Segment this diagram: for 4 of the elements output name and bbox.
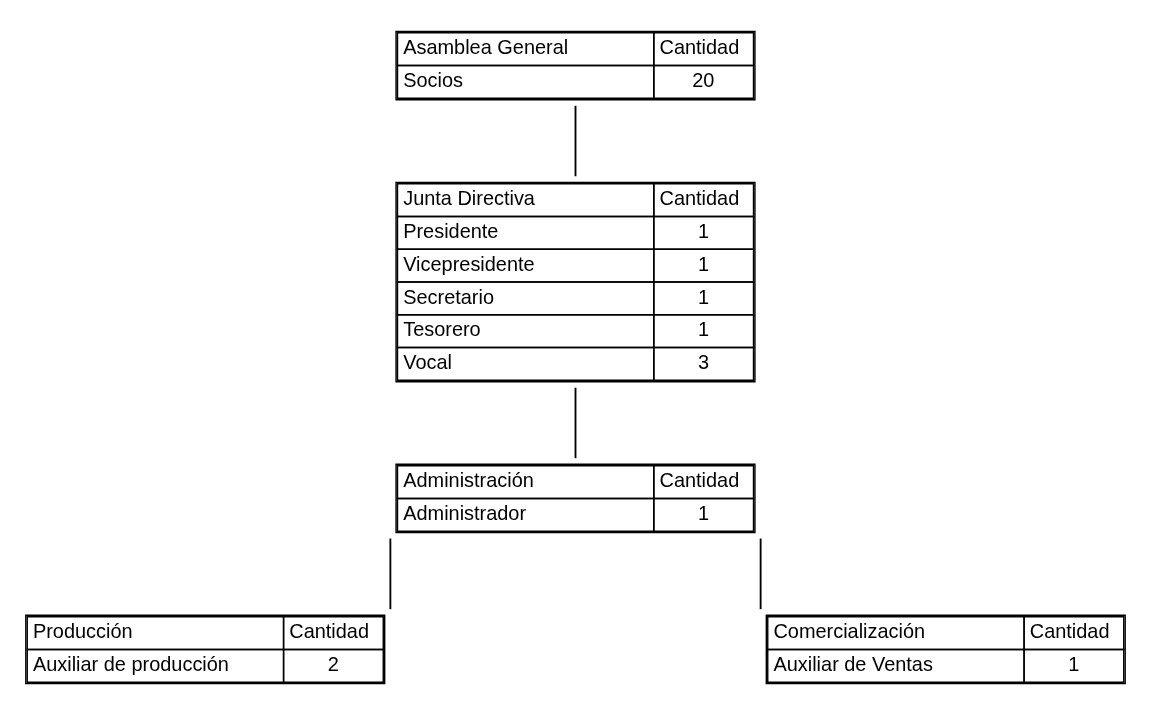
connector: [759, 537, 762, 611]
connector: [389, 537, 392, 611]
connector: [574, 104, 577, 178]
connector: [574, 386, 577, 460]
